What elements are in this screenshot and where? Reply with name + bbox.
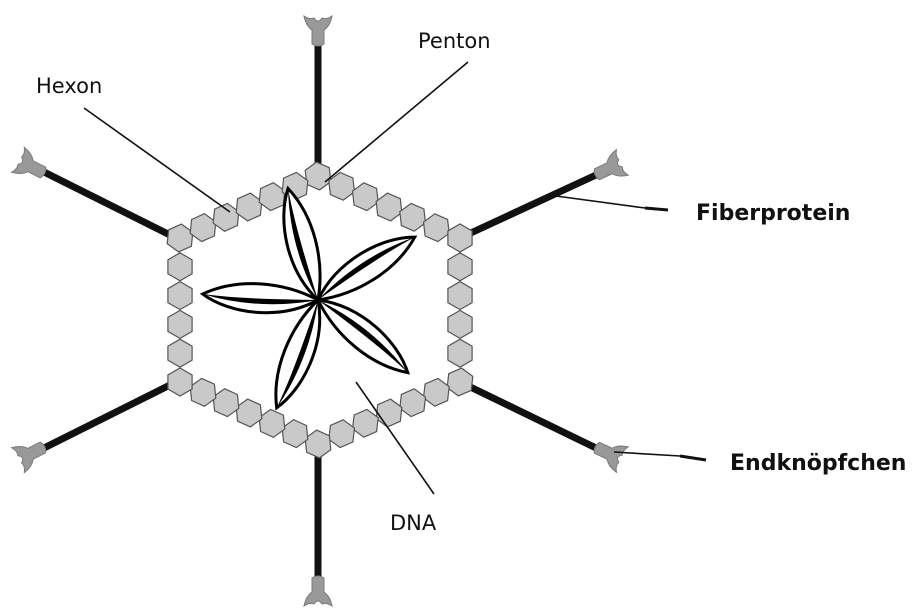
penton-capsomer [305, 162, 331, 190]
hexon-capsomer [329, 420, 355, 448]
hexon-capsomer [448, 282, 472, 310]
hexon-capsomer [448, 310, 472, 338]
penton-capsomer [305, 430, 331, 458]
hexon-capsomer [213, 389, 239, 417]
hexon-capsomer [353, 409, 379, 437]
label-endknopfchen: Endknöpfchen [730, 451, 906, 476]
hexon-capsomer [190, 378, 216, 406]
hexon-capsomer [259, 409, 285, 437]
label-penton: Penton [418, 29, 491, 53]
penton-capsomer [167, 224, 193, 252]
penton-capsomer [448, 224, 472, 252]
hexon-capsomer [282, 420, 308, 448]
label-hexon: Hexon [36, 74, 102, 98]
hexon-capsomer [448, 253, 472, 281]
hexon-capsomer [236, 193, 262, 221]
fiber-lower-right [460, 382, 596, 448]
end-knob-icon [12, 147, 51, 186]
end-knob-icon [12, 434, 51, 473]
hexon-capsomer [400, 203, 426, 231]
hexon-capsomer [448, 339, 472, 367]
leader-penton [325, 62, 468, 182]
end-knob-icon [304, 16, 332, 46]
leader-endknopfchen-tail [680, 456, 706, 460]
hexon-capsomer [376, 193, 402, 221]
leader-fiberprotein [556, 196, 645, 208]
hexon-capsomer [168, 253, 192, 281]
hexon-capsomer [168, 282, 192, 310]
labels: Hexon Penton Fiberprotein Endknöpfchen D… [36, 29, 906, 535]
hexon-capsomer [424, 378, 450, 406]
hexon-capsomer [424, 214, 450, 242]
hexon-capsomer [353, 183, 379, 211]
leader-fiberprotein-tail [645, 208, 668, 210]
penton-capsomer [447, 368, 473, 396]
hexon-capsomer [213, 203, 239, 231]
fiber-upper-right [460, 175, 596, 238]
hexon-capsomer [168, 310, 192, 338]
leader-hexon [84, 108, 230, 212]
hexon-capsomer [400, 389, 426, 417]
hexon-capsomer [168, 339, 192, 367]
label-dna: DNA [390, 511, 437, 535]
fiber-upper-left [44, 172, 180, 240]
leader-endknopfchen [614, 452, 680, 456]
hexon-capsomer [376, 399, 402, 427]
fiber-lower-left [44, 380, 180, 448]
hexon-capsomer [190, 214, 216, 242]
end-knob-icon [304, 576, 332, 606]
label-fiberprotein: Fiberprotein [696, 201, 850, 226]
end-knob-icon [589, 150, 628, 188]
penton-capsomer [168, 368, 192, 396]
hexon-capsomer [236, 399, 262, 427]
hexon-capsomer [259, 183, 285, 211]
